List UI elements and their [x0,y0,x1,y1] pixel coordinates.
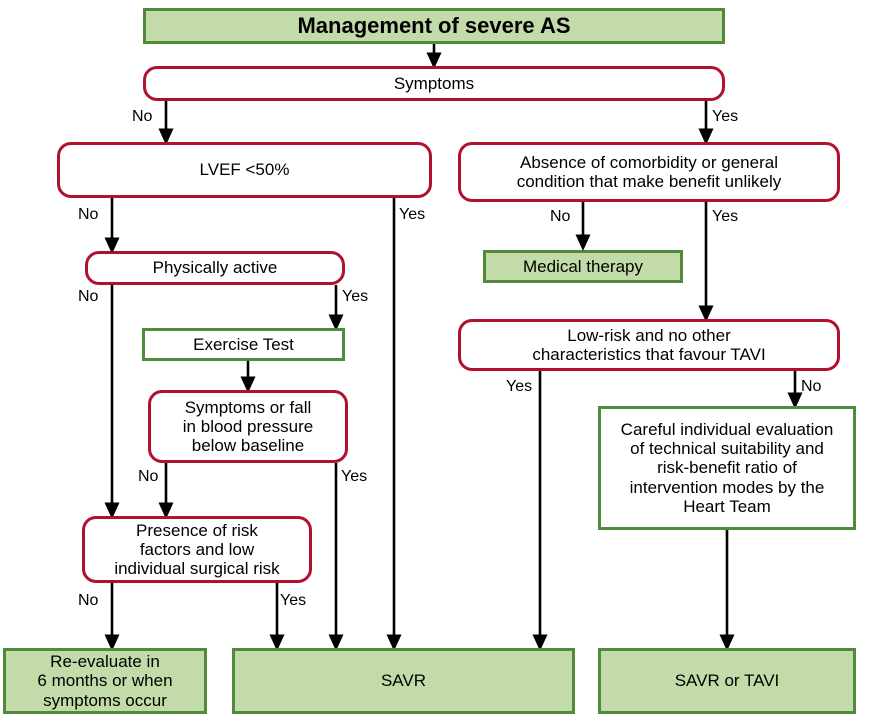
node-heartteam-line-2: of technical suitability and [630,439,824,459]
node-lowrisk-line-2: characteristics that favour TAVI [532,345,766,364]
node-medical-therapy[interactable]: Medical therapy [483,250,683,283]
node-heart-team[interactable]: Careful individual evaluation of technic… [598,406,856,530]
node-fall-line-3: below baseline [191,436,305,456]
node-lowrisk-line-1: Low-risk and no other [567,325,731,345]
node-low-risk-tavi[interactable]: Low-risk and no other characteristics th… [458,319,840,371]
node-exercise-test[interactable]: Exercise Test [142,328,345,361]
node-fall-line-2: in blood pressure [182,416,314,436]
node-savr[interactable]: SAVR [232,648,575,714]
edge-label-presence-no: No [78,592,99,609]
edge-label-fall-no: No [138,468,159,485]
node-savr-or-tavi[interactable]: SAVR or TAVI [598,648,856,714]
node-fall-line-1: Symptoms or fall [184,397,312,417]
node-heartteam-line-5: Heart Team [683,496,771,516]
node-absence-of-comorbidity[interactable]: Absence of comorbidity or general condit… [458,142,840,202]
node-physically-active[interactable]: Physically active [85,251,345,285]
node-symptoms-or-fall[interactable]: Symptoms or fall in blood pressure below… [148,390,348,463]
edge-label-symptoms-no: No [132,108,153,125]
node-heartteam-line-3: risk-benefit ratio of [657,458,797,478]
edge-label-lowrisk-no: No [801,378,822,395]
edge-label-lvef-no: No [78,206,99,223]
edge-label-active-yes: Yes [342,288,369,305]
edge-label-lowrisk-yes: Yes [506,378,533,395]
node-re-evaluate[interactable]: Re-evaluate in 6 months or when symptoms… [3,648,207,714]
node-presence-line-1: Presence of risk [136,520,258,540]
node-presence-line-3: individual surgical risk [114,559,280,579]
edge-label-active-no: No [78,288,99,305]
edge-label-symptoms-yes: Yes [712,108,739,125]
node-presence-line-2: factors and low [139,539,255,559]
node-symptoms[interactable]: Symptoms [143,66,725,101]
node-heartteam-line-4: intervention modes by the [629,477,825,497]
node-reevaluate-line-1: Re-evaluate in [50,652,160,672]
node-lvef[interactable]: LVEF <50% [57,142,432,198]
node-absence-line-1: Absence of comorbidity or general [520,152,778,172]
node-heartteam-line-1: Careful individual evaluation [620,420,834,440]
node-title: Management of severe AS [143,8,725,44]
edge-label-presence-yes: Yes [280,592,307,609]
edge-label-absence-no: No [550,208,571,225]
edge-label-fall-yes: Yes [341,468,368,485]
node-absence-line-2: condition that make benefit unlikely [516,172,782,191]
node-reevaluate-line-3: symptoms occur [43,690,167,710]
node-presence-of-risk[interactable]: Presence of risk factors and low individ… [82,516,312,583]
edge-label-lvef-yes: Yes [399,206,426,223]
node-reevaluate-line-2: 6 months or when [37,671,173,691]
edge-label-absence-yes: Yes [712,208,739,225]
